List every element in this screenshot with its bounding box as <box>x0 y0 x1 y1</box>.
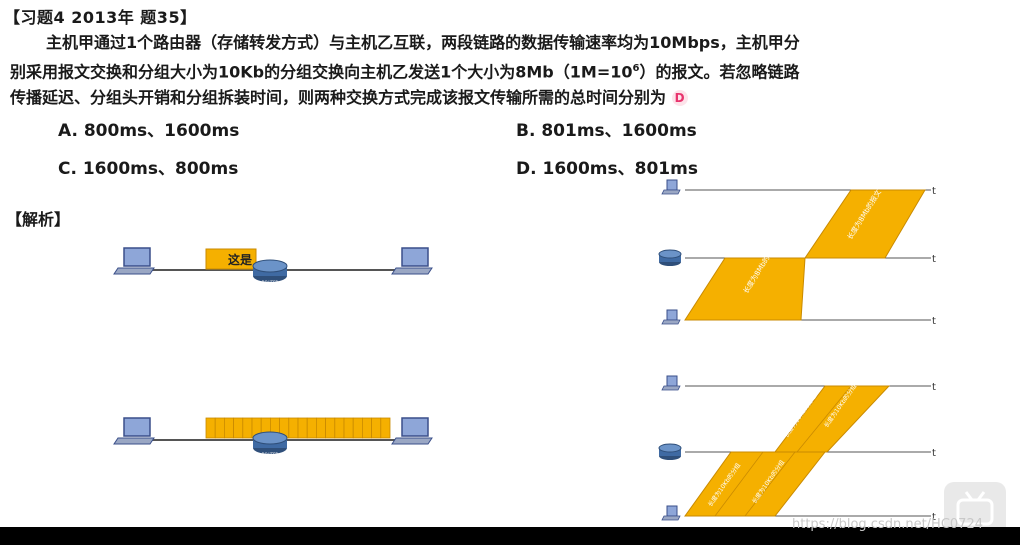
packet-divider <box>744 451 796 517</box>
axis-t-label: t <box>932 186 936 197</box>
host-a-icon <box>113 417 155 445</box>
packet-row <box>205 417 391 439</box>
packet-block <box>343 417 354 439</box>
answer-badge: D <box>671 90 688 107</box>
question-line-2: 别采用报文交换和分组大小为10Kb的分组交换向主机乙发送1个大小为8Mb（1M=… <box>10 56 940 85</box>
problem-title: 【习题4 2013年 题35】 <box>4 8 197 27</box>
router-label: ROUTER <box>262 452 279 457</box>
host-a-icon <box>661 179 681 195</box>
option-a[interactable]: A. 800ms、1600ms <box>58 121 240 141</box>
analysis-label: 【解析】 <box>6 210 71 229</box>
question-line-2-pre: 别采用报文交换和分组大小为10Kb的分组交换向主机乙发送1个大小为8Mb（1M=… <box>10 62 633 82</box>
router-icon: ROUTER <box>252 259 288 285</box>
packet-block <box>214 417 225 439</box>
tv-icon <box>956 491 994 526</box>
question-line-3-text: 传播延迟、分组头开销和分组拆装时间，则两种交换方式完成该报文传输所需的总时间分别… <box>10 88 667 108</box>
axis-t-label: t <box>932 254 936 265</box>
host-b-icon <box>391 417 433 445</box>
packet-block <box>315 417 326 439</box>
host-b-icon <box>391 247 433 275</box>
packet-band-1 <box>684 451 827 517</box>
packet-switching-network: ROUTER <box>113 417 433 457</box>
message-label: 这是 <box>228 252 253 267</box>
watermark: https://blog.csdn.net/HC0724 <box>792 517 983 532</box>
packet-block <box>224 417 235 439</box>
axis-t-label: t <box>932 316 936 327</box>
axis-t-label: t <box>932 512 936 523</box>
option-b[interactable]: B. 801ms、1600ms <box>516 121 697 141</box>
packet-block <box>306 417 317 439</box>
host-b-icon <box>661 505 681 521</box>
packet-block <box>325 417 336 439</box>
packet-block <box>242 417 253 439</box>
option-c[interactable]: C. 1600ms、800ms <box>58 159 239 179</box>
question-line-2-sup: 6 <box>632 63 640 74</box>
host-a-icon <box>113 247 155 275</box>
question-line-3: 传播延迟、分组头开销和分组拆装时间，则两种交换方式完成该报文传输所需的总时间分别… <box>10 85 940 111</box>
packet-divider <box>796 385 852 453</box>
router-label: ROUTER <box>262 280 279 285</box>
router-icon <box>658 249 682 266</box>
packet-block <box>361 417 372 439</box>
question-text: 主机甲通过1个路由器（存储转发方式）与主机乙互联，两段链路的数据传输速率均为10… <box>10 30 940 111</box>
packet-block <box>205 417 216 439</box>
packet-block <box>233 417 244 439</box>
message-switching-network: 这是 ROUTER <box>113 247 433 285</box>
question-line-2-post: ）的报文。若忽略链路 <box>639 62 800 82</box>
packet-divider <box>714 451 764 517</box>
message-transfer-band-2 <box>804 189 926 259</box>
option-d[interactable]: D. 1600ms、801ms <box>516 159 698 179</box>
packet-block <box>380 417 391 439</box>
question-line-1: 主机甲通过1个路由器（存储转发方式）与主机乙互联，两段链路的数据传输速率均为10… <box>46 33 800 52</box>
message-timing-diagram: t t t 长度为8Mb的报文 长度为8Mb的报文 <box>658 179 936 327</box>
packet-block <box>334 417 345 439</box>
axis-t-label: t <box>932 448 936 459</box>
message-block <box>205 248 257 270</box>
router-icon: ROUTER <box>252 431 288 457</box>
axis-t-label: t <box>932 382 936 393</box>
video-bottom-bar <box>0 527 1020 545</box>
packet-band-2 <box>773 385 891 453</box>
packet-timing-diagram: t t t 长度为10Kb的分组 长度为10Kb的分组 长度为10Kb的分组 长… <box>658 375 936 523</box>
packet-block <box>352 417 363 439</box>
packet-block <box>288 417 299 439</box>
packet-block <box>297 417 308 439</box>
packet-block <box>371 417 382 439</box>
router-icon <box>658 443 682 460</box>
host-b-icon <box>661 309 681 325</box>
host-a-icon <box>661 375 681 391</box>
